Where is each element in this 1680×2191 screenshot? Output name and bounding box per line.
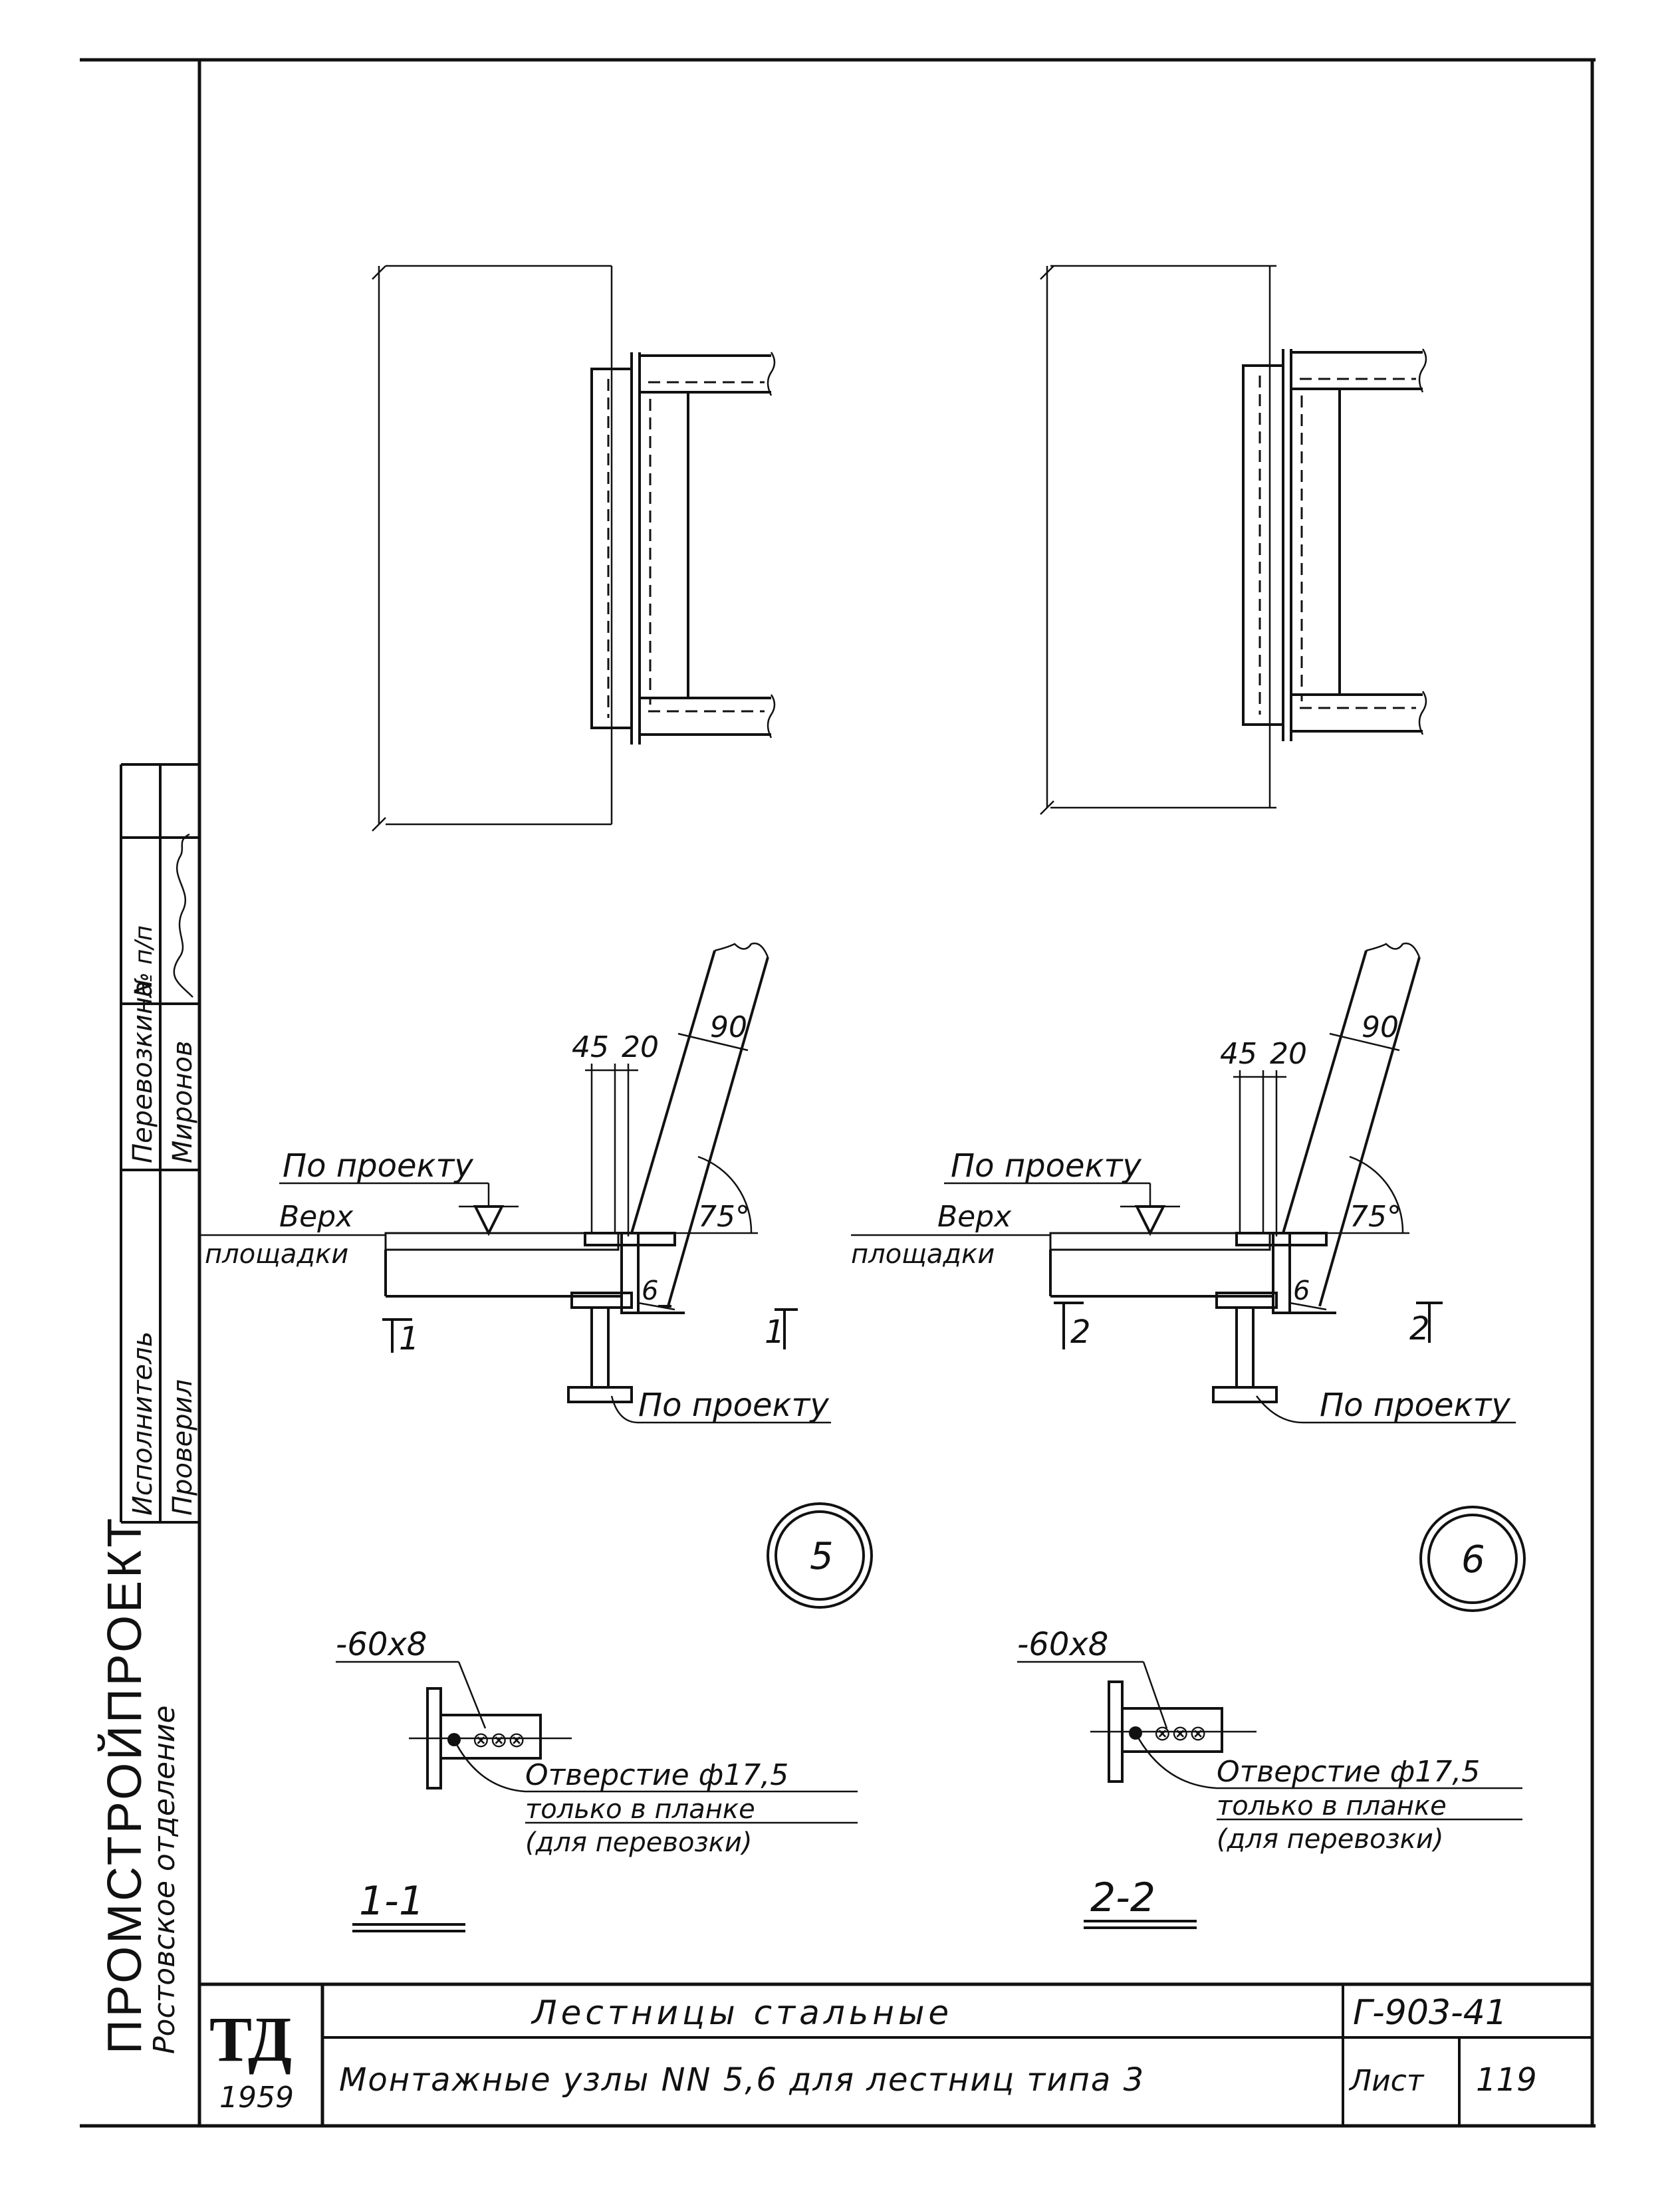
plan-view-left [372, 265, 776, 832]
stamp-org: ПРОМСТРОЙПРОЕКТ [97, 1516, 152, 2054]
node6-dim-20: 20 [1270, 1037, 1307, 1071]
node6-dim-90: 90 [1362, 1010, 1399, 1044]
node-5-elevation: 90 45 20 75° По проекту Верх площадки 6 [199, 942, 873, 1609]
section2-note-1: Отверстие ф17,5 [1217, 1755, 1480, 1789]
title-code: Г-903-41 [1353, 1993, 1507, 2033]
node5-leader-bottom: По проекту [638, 1387, 829, 1424]
section1-note-1: Отверстие ф17,5 [525, 1758, 788, 1792]
node5-dim-20: 20 [622, 1030, 659, 1064]
node5-level-label-1: Верх [279, 1200, 354, 1234]
stamp-branch: Ростовское отделение [148, 1705, 181, 2054]
stamp-name-2: Миронов [168, 1040, 198, 1163]
node-6-elevation: 90 45 20 75° По проекту Верх площадки 6 … [851, 942, 1526, 1612]
section-2-2: -60х8 ⊗⊗⊗ Отверстие ф17,5 только в планк… [1017, 1626, 1522, 1929]
section2-note-2: только в планке [1217, 1791, 1447, 1821]
node5-leader-top: По проекту [283, 1147, 473, 1185]
section1-bolts-icon: ⊗⊗⊗ [472, 1727, 525, 1752]
node5-number: 5 [810, 1535, 834, 1578]
section1-note-2: только в планке [525, 1794, 755, 1825]
section2-title: 2-2 [1090, 1875, 1155, 1921]
node6-angle: 75° [1350, 1200, 1401, 1234]
plan-view-right [1040, 265, 1427, 815]
node5-cut-right: 1 [765, 1314, 785, 1351]
node5-level-label-2: площадки [205, 1239, 348, 1270]
node6-leader-top: По проекту [951, 1147, 1141, 1185]
node6-level-label-1: Верх [937, 1200, 1012, 1234]
section2-plate: -60х8 [1017, 1626, 1108, 1663]
stamp-role-1: Исполнитель [128, 1331, 158, 1516]
title-main: Лестницы стальные [531, 1994, 953, 2032]
node5-angle: 75° [698, 1200, 750, 1234]
stamp-name-1: Перевозкина [128, 980, 158, 1163]
section-1-1: -60х8 ⊗⊗⊗ Отверстие ф17,5 только в планк… [336, 1626, 858, 1932]
section1-title: 1-1 [359, 1878, 424, 1924]
node5-weld: 6 [642, 1276, 658, 1306]
node6-number: 6 [1461, 1538, 1485, 1581]
stamp-role-2: Проверил [168, 1379, 198, 1516]
node6-dim-45: 45 [1220, 1037, 1257, 1071]
section2-note-3: (для перевозки) [1217, 1824, 1443, 1855]
section2-bolts-icon: ⊗⊗⊗ [1153, 1720, 1207, 1746]
node6-cut-right: 2 [1409, 1310, 1430, 1347]
title-block: ТД 1959 Лестницы стальные Монтажные узлы… [199, 1982, 1592, 2126]
section1-plate: -60х8 [336, 1626, 427, 1663]
signature-icon [173, 833, 193, 998]
title-logo: ТД [209, 2004, 292, 2075]
node6-weld: 6 [1293, 1276, 1310, 1306]
side-stamp: Исполнитель Проверил Перевозкина Миронов… [97, 763, 199, 2054]
node6-leader-bottom: По проекту [1320, 1387, 1510, 1424]
section1-note-3: (для перевозки) [525, 1827, 752, 1858]
node5-dim-90: 90 [710, 1010, 747, 1044]
node5-cut-left: 1 [399, 1320, 420, 1357]
node5-dim-45: 45 [572, 1030, 609, 1064]
title-sheet-label: Лист [1348, 2064, 1425, 2098]
title-subtitle: Монтажные узлы NN 5,6 для лестниц типа 3 [339, 2061, 1145, 2099]
node6-level-label-2: площадки [851, 1239, 995, 1270]
title-year: 1959 [219, 2081, 294, 2115]
stamp-sheet-mark: № п/п [130, 925, 158, 998]
title-sheet-number: 119 [1476, 2061, 1537, 2099]
node6-cut-left: 2 [1070, 1314, 1091, 1351]
